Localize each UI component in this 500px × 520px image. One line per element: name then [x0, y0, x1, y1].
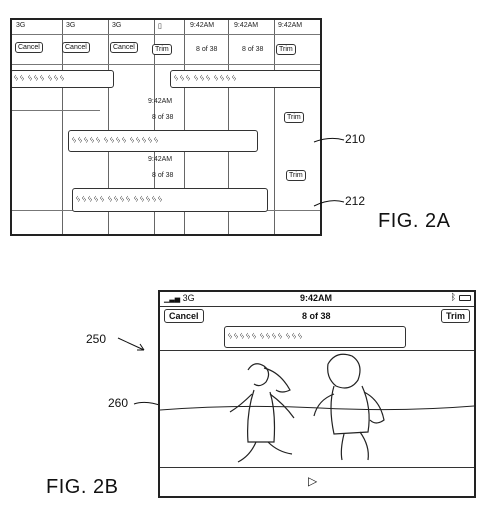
thumbnail-frame: ᛃᛃᛃᛃ: [103, 135, 127, 146]
frame-counter: 8 of 38: [196, 46, 218, 53]
frame-counter: 8 of 38: [152, 172, 174, 179]
thumbnail-frame: ᛃᛃᛃ: [173, 73, 191, 84]
frame-counter: 8 of 38: [302, 311, 331, 321]
cancel-button[interactable]: Cancel: [15, 42, 43, 53]
signal-icon: 3G: [112, 22, 122, 29]
row-divider: [12, 64, 320, 65]
leader-line-210: [313, 137, 345, 143]
column-divider: [62, 20, 63, 234]
leader-line-212: [313, 200, 345, 207]
reference-212: 212: [345, 194, 366, 208]
video-trim-screen: ▁▃▅ 3G 9:42AM ᛒ Cancel 8 of 38 Trim ᛃᛃᛃᛃ…: [158, 290, 476, 498]
thumbnail-frame: ᛃᛃᛃ: [27, 73, 45, 84]
fig2a-panel: 3G 3G 3G ▯ 9:42AM 9:42AM 9:42AM Cancel C…: [10, 18, 322, 236]
battery-icon: [459, 295, 471, 301]
frame-scrubber[interactable]: ᛃᛃᛃᛃᛃ ᛃᛃᛃᛃ ᛃᛃᛃᛃᛃ: [68, 130, 258, 152]
thumbnail-frame: ᛃᛃ: [13, 73, 25, 84]
reference-250: 250: [86, 332, 107, 346]
thumbnail-frame: ᛃᛃᛃᛃᛃ: [133, 194, 163, 205]
battery-icon: ▯: [158, 23, 162, 30]
frame-counter: 8 of 38: [152, 114, 174, 121]
signal-icon: 3G: [16, 22, 26, 29]
figure-caption-2a: FIG. 2A: [378, 210, 451, 232]
thumbnail-frame: ᛃᛃᛃᛃᛃ: [129, 135, 159, 146]
trim-button[interactable]: Trim: [284, 112, 304, 123]
column-divider: [108, 20, 109, 234]
cancel-button[interactable]: Cancel: [164, 309, 204, 323]
status-time: 9:42AM: [148, 156, 173, 163]
status-time: 9:42AM: [278, 22, 303, 29]
cancel-button[interactable]: Cancel: [62, 42, 90, 53]
signal-icon: 3G: [66, 22, 76, 29]
row-divider: [12, 34, 320, 35]
play-icon[interactable]: ▷: [308, 474, 318, 488]
column-divider: [274, 20, 275, 234]
thumbnail-frame: ᛃᛃᛃᛃᛃ: [75, 194, 105, 205]
thumbnail-frame: ᛃᛃᛃᛃ: [213, 73, 237, 84]
column-divider: [154, 20, 155, 234]
running-boy-figure: [313, 353, 385, 461]
running-girl-figure: [229, 363, 295, 463]
trim-button[interactable]: Trim: [152, 44, 172, 55]
playback-controls: ▷: [160, 467, 474, 496]
frame-scrubber[interactable]: ᛃᛃᛃ ᛃᛃᛃ ᛃᛃᛃᛃ: [170, 70, 320, 88]
thumbnail-frame: ᛃᛃᛃᛃᛃ: [71, 135, 101, 146]
thumbnail-frame: ᛃᛃᛃᛃ: [107, 194, 131, 205]
row-divider: [12, 110, 100, 111]
navigation-bar: Cancel 8 of 38 Trim ᛃᛃᛃᛃᛃ ᛃᛃᛃᛃ ᛃᛃᛃ: [160, 306, 474, 351]
trim-button[interactable]: Trim: [440, 309, 470, 323]
status-time: 9:42AM: [190, 22, 215, 29]
trim-button[interactable]: Trim: [286, 170, 306, 181]
network-type: 3G: [182, 293, 195, 303]
frame-scrubber[interactable]: ᛃᛃᛃᛃᛃ ᛃᛃᛃᛃ ᛃᛃᛃᛃᛃ: [72, 188, 268, 212]
signal-icon: ▁▃▅ 3G: [164, 293, 195, 303]
bluetooth-icon: ᛒ: [450, 292, 456, 302]
thumbnail-frame: ᛃᛃᛃᛃ: [259, 331, 283, 342]
status-time: 9:42AM: [234, 22, 259, 29]
trim-button[interactable]: Trim: [276, 44, 296, 55]
leader-line-250: [117, 337, 145, 351]
thumbnail-frame: ᛃᛃᛃ: [47, 73, 65, 84]
thumbnail-frame: ᛃᛃᛃᛃᛃ: [227, 331, 257, 342]
arrowhead-icon: [137, 343, 145, 351]
horizon-line: [160, 405, 474, 411]
reference-260: 260: [108, 396, 129, 410]
reference-210: 210: [345, 132, 366, 146]
thumbnail-frame: ᛃᛃᛃ: [285, 331, 303, 342]
cancel-button[interactable]: Cancel: [110, 42, 138, 53]
frame-scrubber[interactable]: ᛃᛃᛃᛃᛃ ᛃᛃᛃᛃ ᛃᛃᛃ: [224, 326, 406, 348]
status-bar: ▁▃▅ 3G 9:42AM ᛒ: [160, 292, 474, 307]
status-time: 9:42AM: [148, 98, 173, 105]
frame-counter: 8 of 38: [242, 46, 264, 53]
frame-scrubber[interactable]: ᛃᛃ ᛃᛃᛃ ᛃᛃᛃ: [12, 70, 114, 88]
column-divider: [228, 20, 229, 234]
reference-leaders-2a: [313, 137, 345, 207]
video-frame[interactable]: [160, 350, 474, 470]
column-divider: [184, 20, 185, 234]
figure-caption-2b: FIG. 2B: [46, 476, 119, 498]
signal-strength-icon: ▁▃▅: [164, 296, 181, 303]
status-time: 9:42AM: [300, 293, 333, 303]
thumbnail-frame: ᛃᛃᛃ: [193, 73, 211, 84]
